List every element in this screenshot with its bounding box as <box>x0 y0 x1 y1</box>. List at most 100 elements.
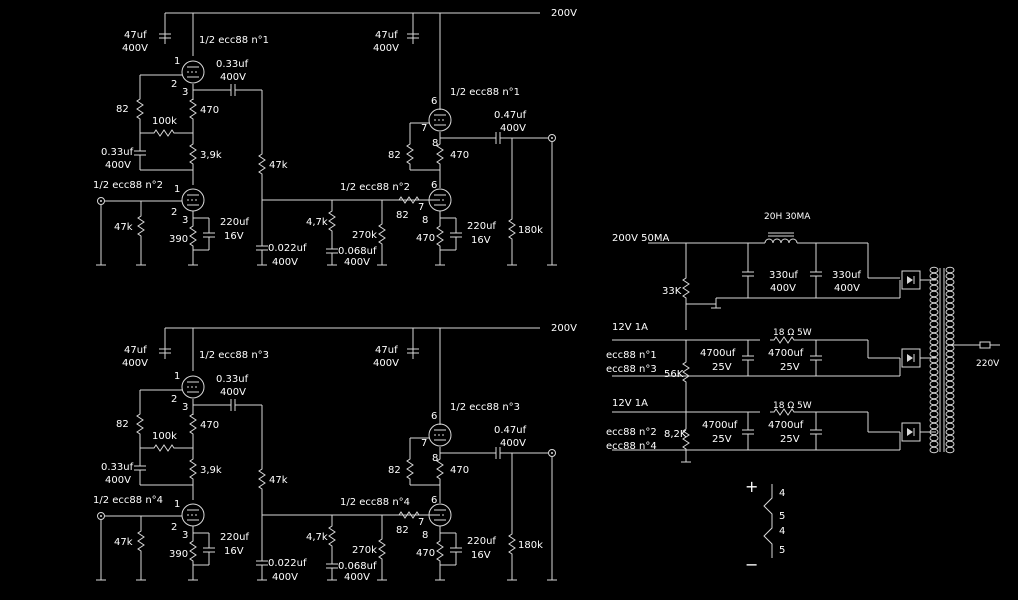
pin-label: 7 <box>418 517 424 528</box>
c4700d-label: 4700uf <box>768 420 804 431</box>
r47k-label: 47k <box>269 160 288 171</box>
psu-hv-label: 200V 50MA <box>612 233 669 244</box>
c4700b-label: 4700uf <box>768 348 804 359</box>
tube-label-2b: 1/2 ecc88 n°2 <box>340 182 410 193</box>
c47-volt: 400V <box>122 358 148 369</box>
c033-volt: 400V <box>220 72 246 83</box>
c4700c-volt: 25V <box>712 434 732 445</box>
r39k-label: 3,9k <box>200 150 222 161</box>
pin-label: 2 <box>171 394 177 405</box>
r390-label: 390 <box>169 549 188 560</box>
r470b-label: 470 <box>450 465 469 476</box>
c0068-volt: 400V <box>344 257 370 268</box>
transformer-winding-loop <box>945 350 955 358</box>
c4700c-label: 4700uf <box>702 420 738 431</box>
heater2a-label: ecc88 n°2 <box>606 427 657 438</box>
c220-label: 220uf <box>220 217 249 228</box>
transformer-winding-loop <box>929 434 939 442</box>
transformer-winding-loop <box>929 386 939 394</box>
c047-volt: 400V <box>500 123 526 134</box>
c033-volt: 400V <box>220 387 246 398</box>
pin-label: 3 <box>182 215 188 226</box>
c330a-label: 330uf <box>769 270 798 281</box>
pin-label: 6 <box>431 411 437 422</box>
transformer-winding-loop <box>945 338 955 346</box>
pin-label: 8 <box>422 215 428 226</box>
transformer-winding-loop <box>929 302 939 310</box>
r33k-label: 33K <box>662 286 682 297</box>
c220-volt: 16V <box>224 231 244 242</box>
pin-label: 6 <box>431 180 437 191</box>
transformer-winding-loop <box>945 302 955 310</box>
transformer-winding-loop <box>929 362 939 370</box>
c0022-label: 0.022uf <box>268 243 307 254</box>
r47k-in-label: 47k <box>114 222 133 233</box>
transformer-winding-loop <box>929 308 939 316</box>
transformer-winding-loop <box>945 266 955 274</box>
transformer-winding-loop <box>945 344 955 352</box>
minus-sign: − <box>745 555 758 574</box>
c47-volt: 400V <box>122 43 148 54</box>
pin5a-label: 5 <box>779 511 785 522</box>
pin-label: 8 <box>422 530 428 541</box>
transformer-winding-loop <box>929 320 939 328</box>
transformer-winding-loop <box>929 368 939 376</box>
c330b-volt: 400V <box>834 283 860 294</box>
c220-label: 220uf <box>220 532 249 543</box>
r82-label: 82 <box>116 104 129 115</box>
pin-label: 1 <box>174 499 180 510</box>
transformer <box>929 266 955 454</box>
transformer-winding-loop <box>945 368 955 376</box>
transformer-winding-loop <box>945 392 955 400</box>
transformer-winding-loop <box>929 314 939 322</box>
r100k-label: 100k <box>152 431 177 442</box>
c0068-label: 0.068uf <box>338 246 377 257</box>
transformer-winding-loop <box>945 296 955 304</box>
r47k2-label: 4,7k <box>306 532 328 543</box>
r100k-label: 100k <box>152 116 177 127</box>
c047-label: 0.47uf <box>494 425 527 436</box>
lv1-label: 12V 1A <box>612 322 648 333</box>
transformer-winding-loop <box>945 272 955 280</box>
pin-label: 1 <box>174 184 180 195</box>
r56k-label: 56K <box>664 369 684 380</box>
transformer-winding-loop <box>945 362 955 370</box>
r470-label: 470 <box>200 420 219 431</box>
hv-label: 200V <box>551 323 577 334</box>
c033b-label: 0.33uf <box>101 147 134 158</box>
res18b-label: 18 Ω 5W <box>773 401 812 411</box>
c4700b-volt: 25V <box>780 362 800 373</box>
transformer-winding-loop <box>945 380 955 388</box>
pin-label: 2 <box>171 207 177 218</box>
transformer-winding-loop <box>945 416 955 424</box>
r82k-label: 8,2K <box>664 429 687 440</box>
c47b-label: 47uf <box>375 30 398 41</box>
r82b-label: 82 <box>396 525 409 536</box>
c0022-volt: 400V <box>272 572 298 583</box>
c47b-volt: 400V <box>373 358 399 369</box>
transformer-winding-loop <box>929 374 939 382</box>
transformer-winding-loop <box>945 356 955 364</box>
c047-volt: 400V <box>500 438 526 449</box>
pin-label: 3 <box>182 530 188 541</box>
c0022-label: 0.022uf <box>268 558 307 569</box>
transformer-winding-loop <box>929 350 939 358</box>
r390-label: 390 <box>169 234 188 245</box>
transformer-winding-loop <box>929 272 939 280</box>
tube-label-2b: 1/2 ecc88 n°4 <box>340 497 410 508</box>
tube-label-2: 1/2 ecc88 n°4 <box>93 495 163 506</box>
transformer-winding-loop <box>945 314 955 322</box>
res18a-label: 18 Ω 5W <box>773 328 812 338</box>
transformer-winding-loop <box>929 404 939 412</box>
c0022-volt: 400V <box>272 257 298 268</box>
c47b-label: 47uf <box>375 345 398 356</box>
r82-label: 82 <box>116 419 129 430</box>
c330a-volt: 400V <box>770 283 796 294</box>
c220-volt: 16V <box>224 546 244 557</box>
pin4a-label: 4 <box>779 488 785 499</box>
pin-label: 2 <box>171 522 177 533</box>
heater1b-label: ecc88 n°3 <box>606 364 657 375</box>
amp-labels-bottom: 200V 47uf 400V 1/2 ecc88 n°3 1 2 3 0.33u… <box>93 323 577 583</box>
power-supply <box>612 232 1000 463</box>
transformer-winding-loop <box>929 290 939 298</box>
